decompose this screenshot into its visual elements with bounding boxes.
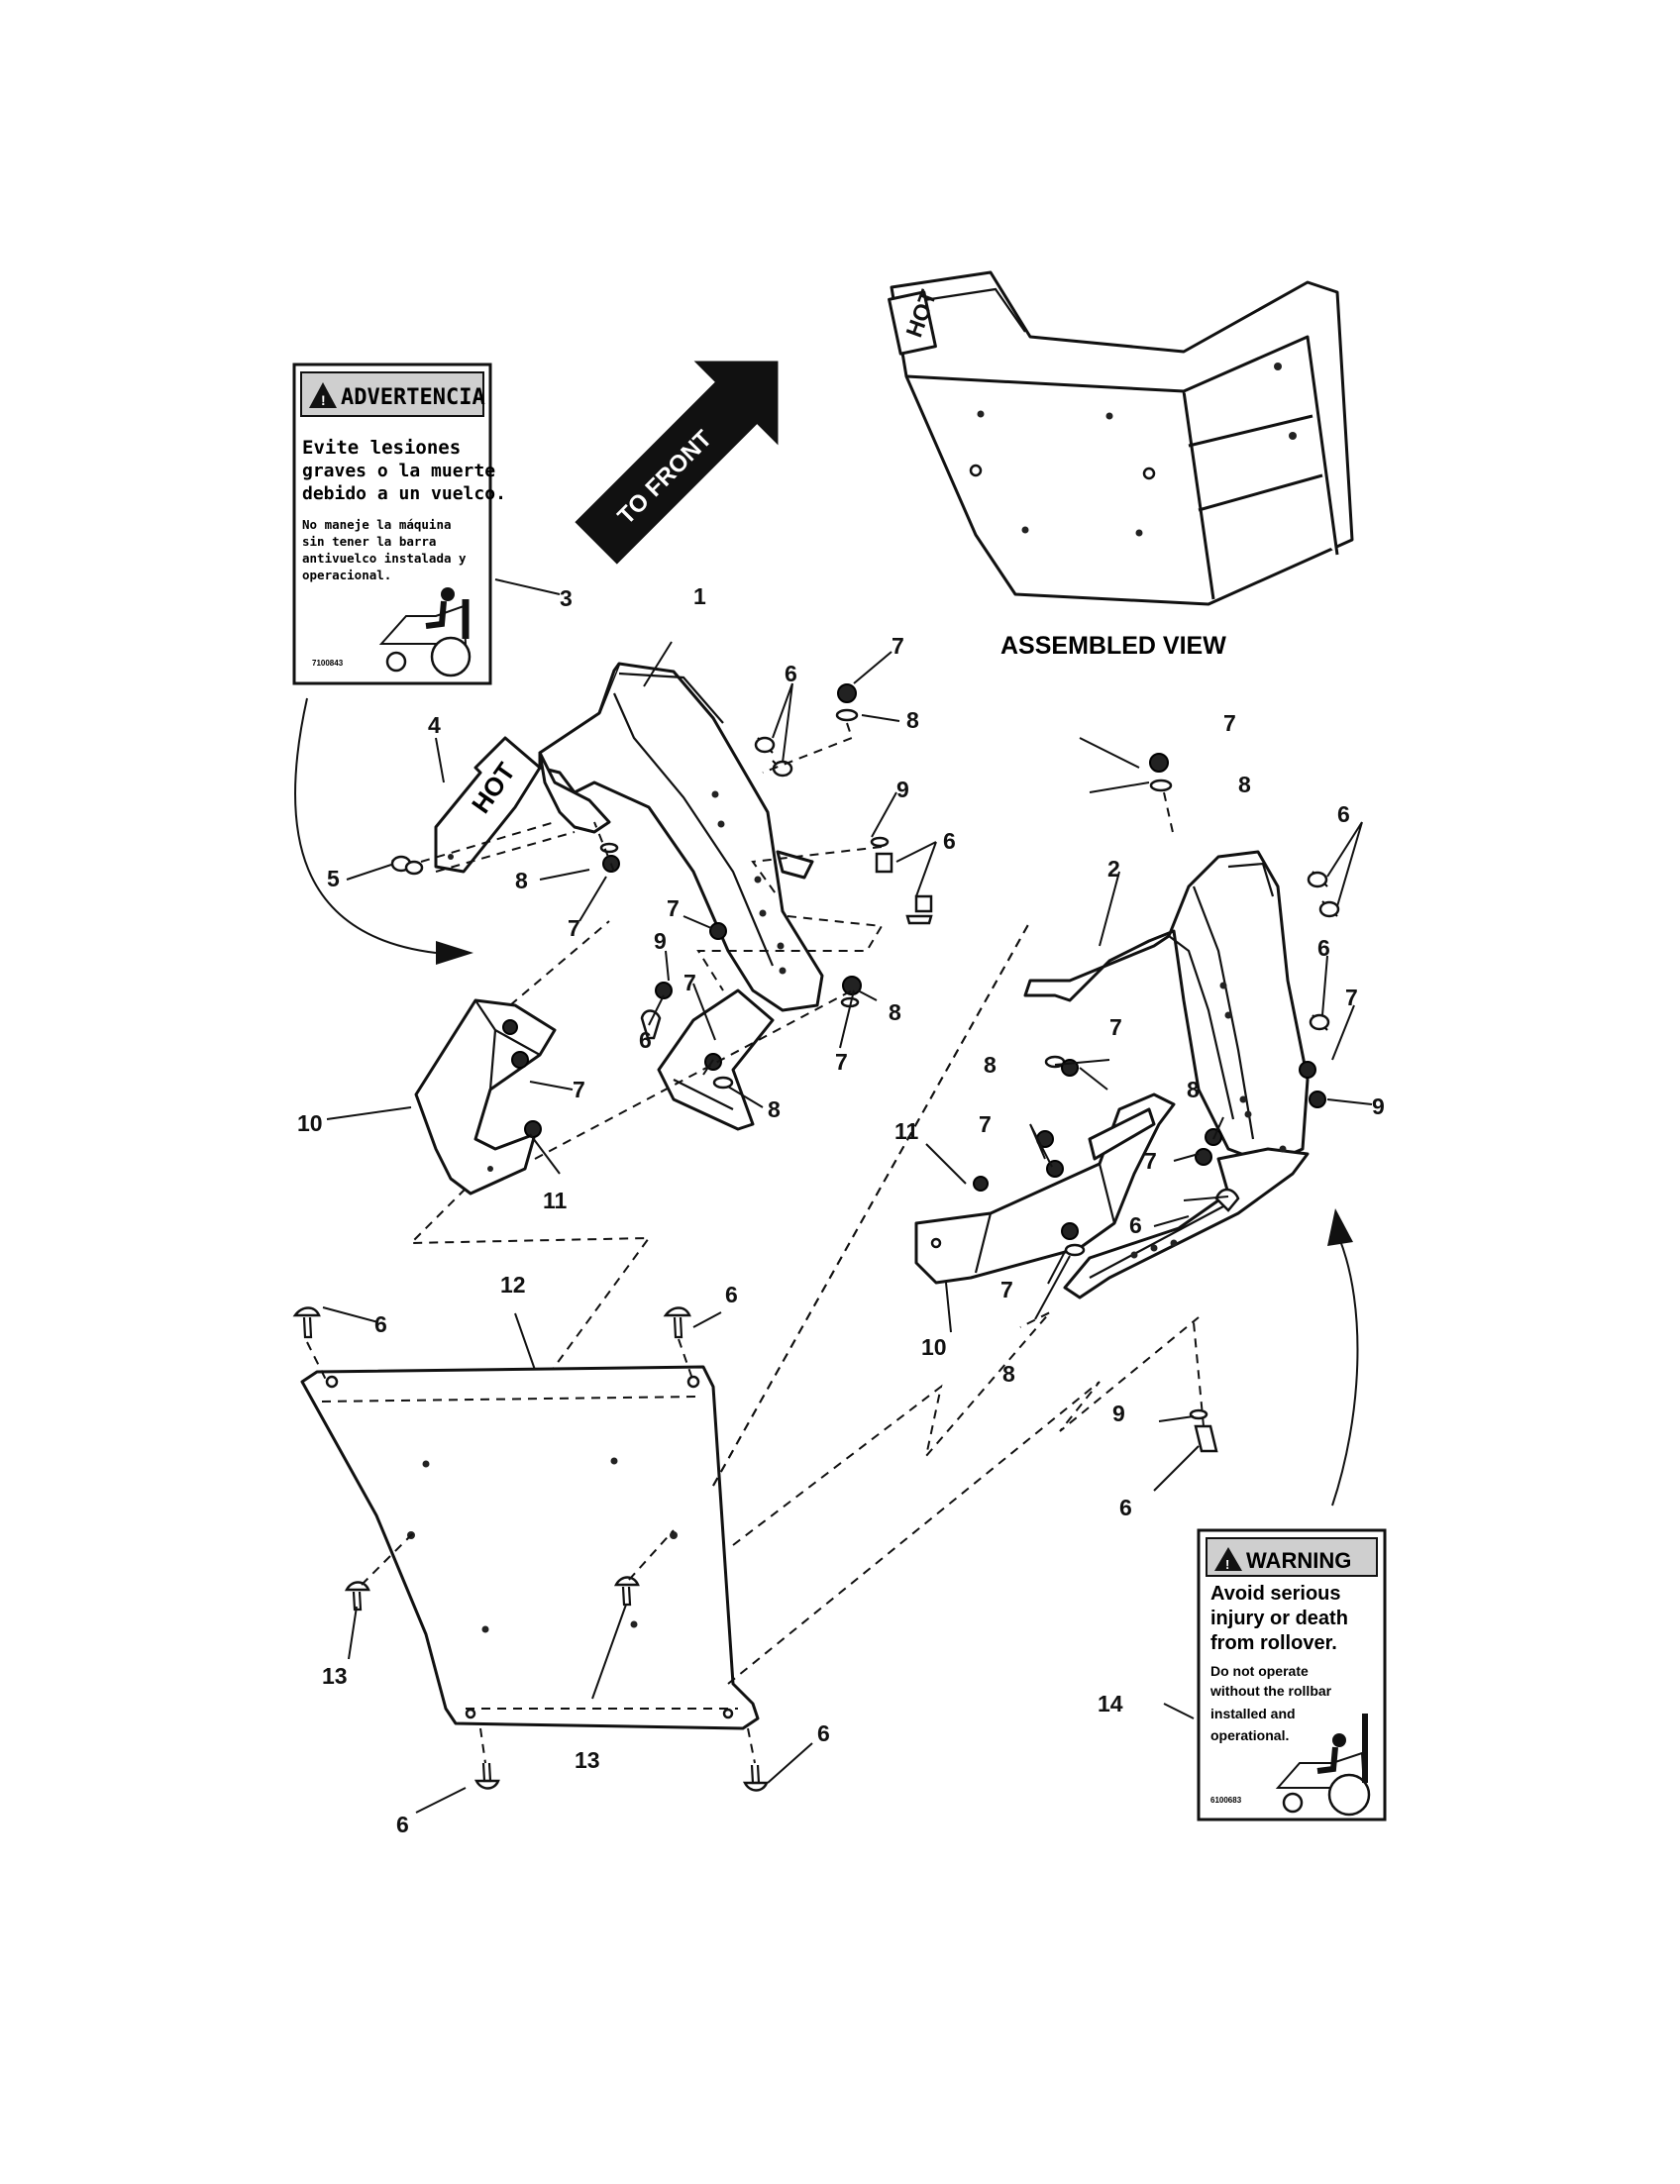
- part-2-right-bracket: [1023, 850, 1310, 1300]
- callout-7-k: 7: [979, 1111, 992, 1137]
- callout-12: 12: [500, 1272, 526, 1298]
- curved-arrow-right: [1331, 1237, 1359, 1507]
- callout-numbers: 3 1 4 5 8 7 6 7 8 9 6 7 9 7 6 8 7 7 8 11…: [297, 583, 1385, 1837]
- callout-7-l: 7: [1000, 1277, 1013, 1302]
- decal-en-small-1: Do not operate: [1210, 1663, 1309, 1679]
- decal-en-line-1: Avoid serious: [1210, 1583, 1341, 1605]
- curved-arrow-left: [293, 697, 437, 954]
- callout-6-b: 6: [943, 828, 956, 854]
- callout-9-d: 9: [1112, 1401, 1125, 1426]
- callout-1: 1: [693, 583, 706, 609]
- hardware-group-part-1: [599, 683, 933, 1090]
- callout-2: 2: [1107, 856, 1120, 882]
- callout-8-b: 8: [906, 707, 919, 733]
- leader-lines: [322, 578, 1373, 1814]
- decal-es-line-1: Evite lesiones: [302, 437, 461, 459]
- decal-es-line-3: debido a un vuelco.: [302, 483, 506, 504]
- callout-13-a: 13: [322, 1663, 348, 1689]
- decal-en-line-2: injury or death: [1210, 1608, 1348, 1629]
- callout-11-b: 11: [894, 1118, 919, 1144]
- callout-11-a: 11: [543, 1188, 568, 1213]
- part-10-left-bracket: [414, 998, 557, 1196]
- callout-8-a: 8: [515, 868, 528, 893]
- callout-13-b: 13: [575, 1747, 600, 1773]
- callout-6-a: 6: [785, 661, 797, 686]
- callout-14: 14: [1098, 1691, 1123, 1716]
- callout-7-c: 7: [667, 895, 680, 921]
- to-front-arrow: TO FRONT: [575, 361, 779, 565]
- part-1-left-bracket: [538, 662, 824, 1131]
- decal-advertencia: ! ADVERTENCIA Evite lesiones graves o la…: [292, 363, 506, 685]
- callout-6-g: 6: [817, 1720, 830, 1746]
- decal-en-small-4: operational.: [1210, 1727, 1289, 1743]
- callout-6-h: 6: [1337, 801, 1350, 827]
- decal-en-line-3: from rollover.: [1210, 1632, 1337, 1654]
- assembled-view: HOT ASSEMBLED VIEW: [888, 270, 1354, 660]
- callout-10-b: 10: [921, 1334, 947, 1360]
- callout-5: 5: [327, 866, 340, 891]
- mower-rollbar-icon-en: [1275, 1714, 1371, 1817]
- hardware-group-part-2: [1036, 753, 1340, 1453]
- callout-7-d: 7: [683, 970, 696, 995]
- callout-7-a: 7: [568, 915, 580, 941]
- callout-6-e: 6: [725, 1282, 738, 1307]
- decal-en-small-2: without the rollbar: [1209, 1683, 1332, 1699]
- assembled-view-label: ASSEMBLED VIEW: [1000, 632, 1226, 660]
- decal-es-part-code: 7100843: [312, 659, 344, 668]
- svg-text:!: !: [321, 392, 326, 408]
- decal-en-small-3: installed and: [1210, 1706, 1296, 1721]
- callout-7-f: 7: [573, 1077, 585, 1102]
- callout-4: 4: [428, 712, 441, 738]
- decal-es-heading: ADVERTENCIA: [341, 385, 485, 410]
- callout-8-f: 8: [984, 1052, 997, 1078]
- callout-9-c: 9: [1372, 1093, 1385, 1119]
- callout-6-f: 6: [396, 1812, 409, 1837]
- callout-7-e: 7: [835, 1049, 848, 1075]
- decal-es-line-2: graves o la muerte: [302, 461, 495, 481]
- decal-warning: ! WARNING Avoid serious injury or death …: [1197, 1528, 1387, 1821]
- callout-7-b: 7: [892, 633, 904, 659]
- callout-7-h: 7: [1345, 985, 1358, 1010]
- callout-6-i: 6: [1317, 935, 1330, 961]
- decal-en-heading: WARNING: [1246, 1548, 1351, 1573]
- mower-rollbar-icon: [378, 587, 472, 677]
- callout-7-g: 7: [1223, 710, 1236, 736]
- callout-7-i: 7: [1109, 1014, 1122, 1040]
- callout-8-g: 8: [1187, 1077, 1200, 1102]
- decal-en-part-code: 6100683: [1210, 1796, 1242, 1805]
- callout-8-e: 8: [1238, 772, 1251, 797]
- part-10-right-bracket: [914, 1092, 1176, 1285]
- callout-10-a: 10: [297, 1110, 323, 1136]
- callout-6-c: 6: [639, 1027, 652, 1053]
- decal-es-small-2: sin tener la barra: [302, 534, 436, 549]
- decal-es-small-1: No maneje la máquina: [302, 517, 452, 532]
- callout-8-c: 8: [889, 999, 901, 1025]
- decal-es-small-3: antivuelco instalada y: [302, 551, 467, 566]
- part-4-heat-shield: HOT: [390, 736, 542, 876]
- callout-9-b: 9: [654, 928, 667, 954]
- warning-triangle-icon-en: [1214, 1547, 1242, 1571]
- part-12-lower-plate: [300, 1365, 760, 1730]
- callout-9-a: 9: [896, 777, 909, 802]
- decal-es-small-4: operacional.: [302, 568, 391, 582]
- callout-8-d: 8: [768, 1096, 781, 1122]
- callout-7-j: 7: [1144, 1148, 1157, 1174]
- warning-triangle-icon: [309, 382, 337, 408]
- callout-6-d: 6: [374, 1311, 387, 1337]
- callout-8-h: 8: [1002, 1361, 1015, 1387]
- callout-6-k: 6: [1119, 1495, 1132, 1520]
- callout-3: 3: [560, 585, 573, 611]
- svg-text:!: !: [1225, 1557, 1229, 1572]
- callout-6-j: 6: [1129, 1212, 1142, 1238]
